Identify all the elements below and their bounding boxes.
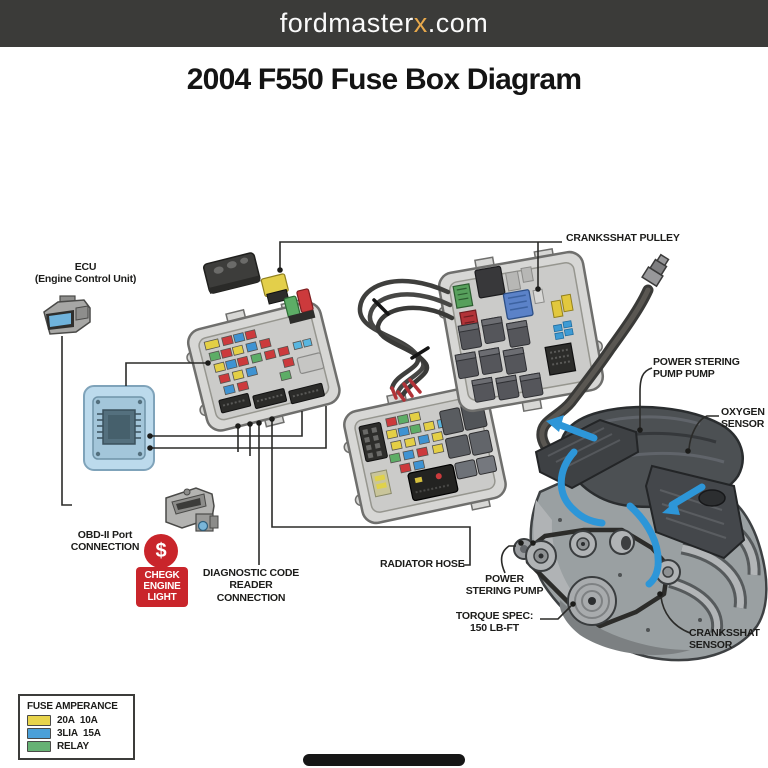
spare-fuses-illustration — [260, 273, 316, 324]
ecu-module-illustration — [83, 385, 155, 471]
legend-item: RELAY — [27, 741, 127, 752]
oxygen-sensor-label: OXYGEN SENSOR — [721, 406, 765, 431]
fuse-color-swatch-green — [27, 741, 51, 752]
legend-title: FUSE AMPERANCE — [27, 701, 118, 712]
fuse-box-1-illustration — [186, 299, 341, 432]
power-steering-pump-label: POWER STERING PUMP — [465, 573, 544, 598]
relay-module-illustration — [203, 252, 261, 294]
power-steering-pump-top-label: POWER STERING PUMP PUMP — [653, 356, 740, 381]
fuse-box-3-illustration — [437, 247, 605, 413]
fuse-box-2-illustration — [343, 385, 507, 525]
site-name-suffix: .com — [427, 8, 489, 38]
legend-item-label: RELAY — [57, 741, 89, 752]
arrow-heads — [546, 415, 680, 515]
coolant-flow-arrows — [556, 421, 706, 588]
fuse-color-swatch-yellow — [27, 715, 51, 726]
ecu-connector-icon — [43, 295, 91, 335]
fuse-color-swatch-blue — [27, 728, 51, 739]
leader-lines — [61, 241, 719, 634]
footer-bar — [303, 754, 465, 766]
obd-port-icon — [165, 487, 219, 532]
site-name-prefix: fordmaster — [279, 8, 414, 38]
legend-item-label: 3LIA 15A — [57, 728, 101, 739]
ecu-label: ECU (Engine Control Unit) — [34, 261, 137, 286]
legend-item: 20A 10A — [27, 715, 127, 726]
site-name-accent: x — [413, 8, 428, 38]
legend-item: 3LIA 15A — [27, 728, 127, 739]
check-engine-light-badge: CHEGK ENGINE LIGHT — [136, 567, 188, 607]
wiring-harness-illustration — [357, 278, 455, 402]
engine-illustration — [513, 405, 768, 662]
leader-dots — [147, 267, 691, 607]
obd-port-label: OBD-II Port CONNECTION — [70, 529, 140, 554]
fuse-legend: FUSE AMPERANCE 20A 10A 3LIA 15A RELAY — [18, 694, 135, 760]
crankshaft-sensor-label: CRANKSSHAT SENSOR — [689, 627, 760, 652]
radiator-hose-label: RADIATOR HOSE — [380, 558, 465, 570]
diagnostic-code-reader-label: DIAGNOSTIC CODE READER CONNECTION — [202, 567, 300, 604]
page-title: 2004 F550 Fuse Box Diagram — [186, 63, 582, 96]
torque-spec-label: TORQUE SPEC: 150 LB-FT — [455, 610, 534, 635]
crankshaft-pulley-label: CRANKSSHAT PULLEY — [566, 232, 680, 244]
legend-item-label: 20A 10A — [57, 715, 98, 726]
check-engine-icon: $ — [144, 534, 178, 568]
